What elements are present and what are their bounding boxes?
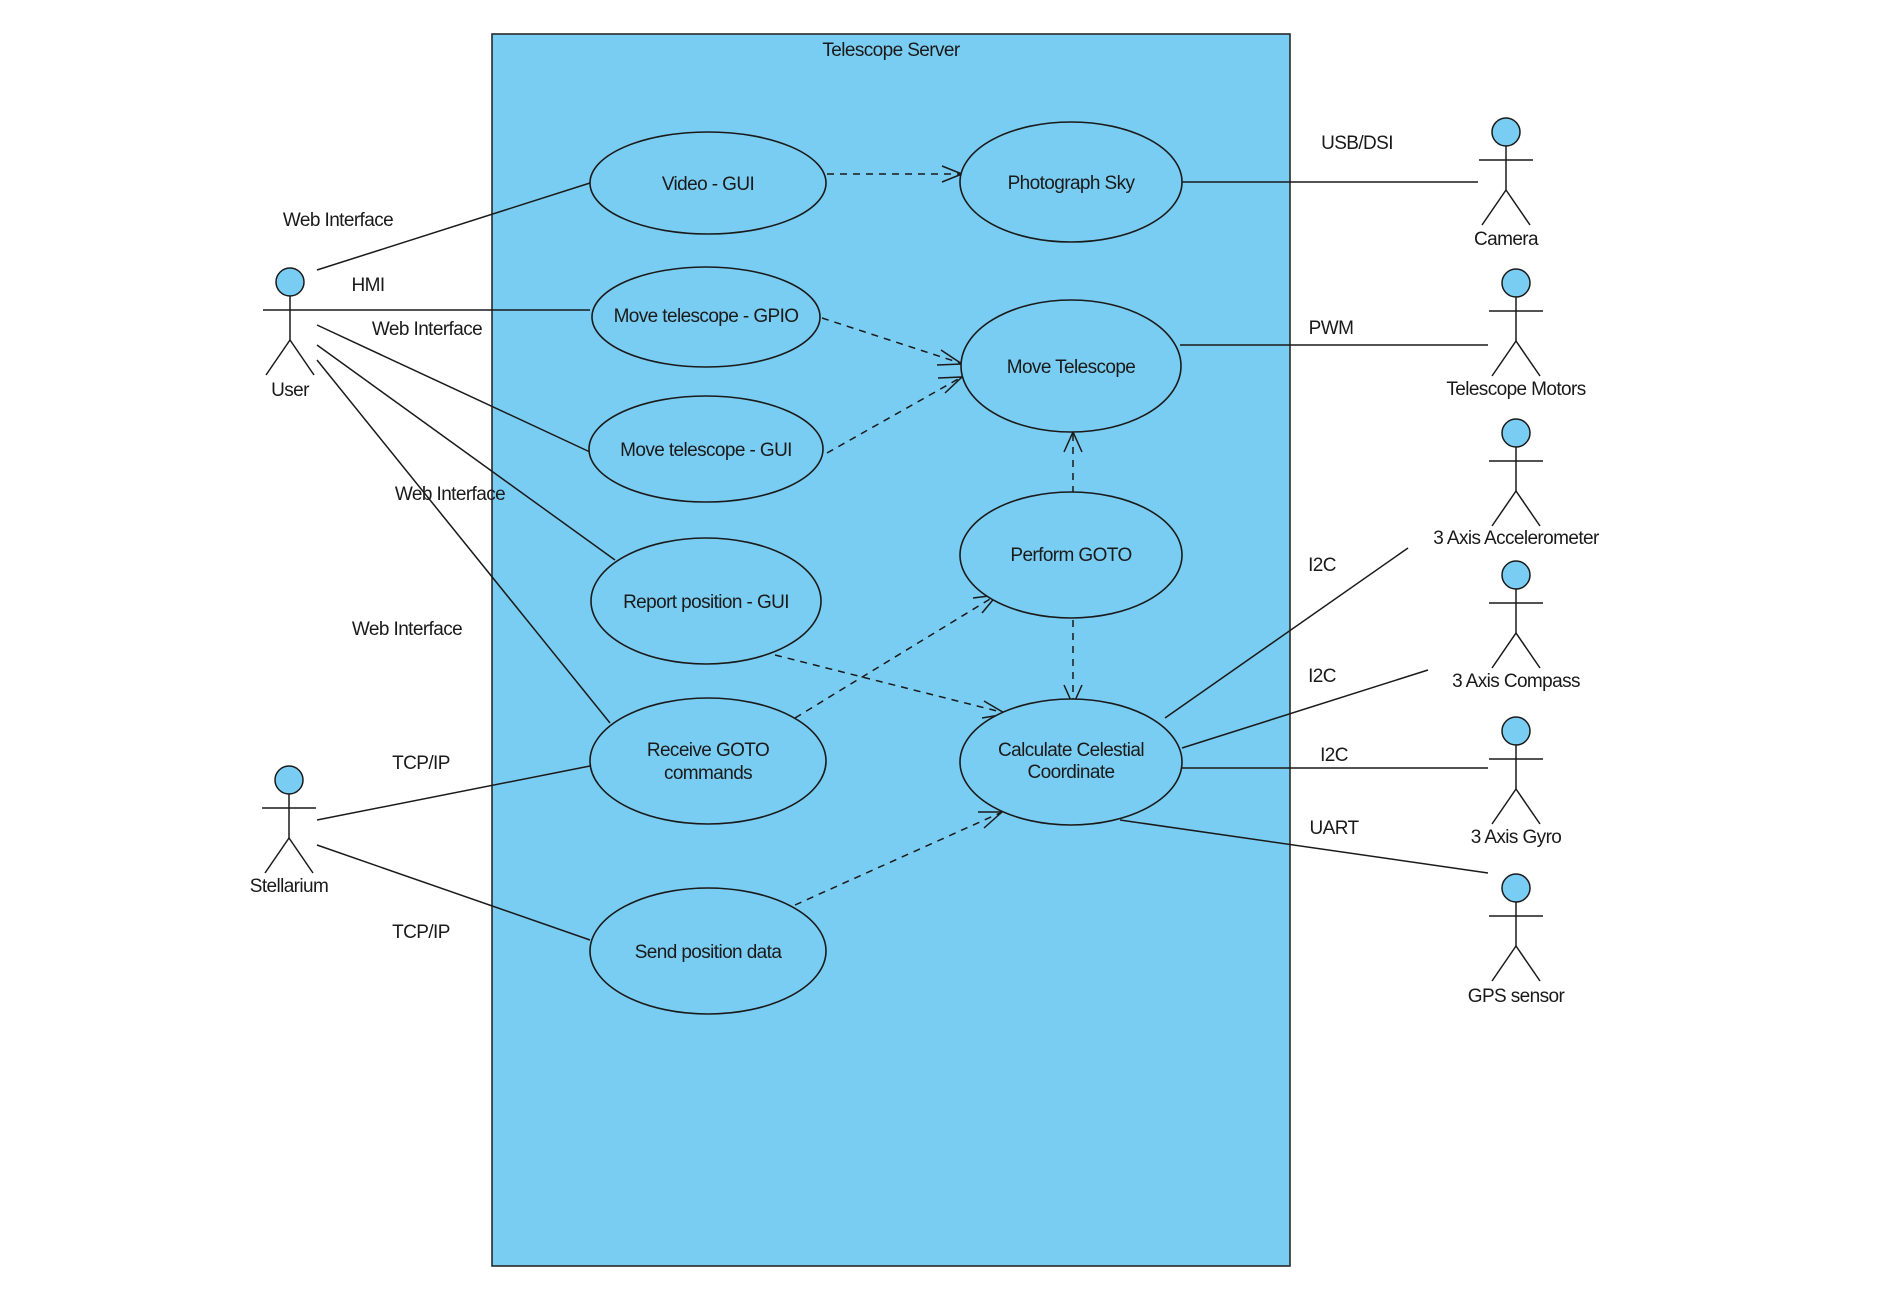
usecase-report-position-gui[interactable]: Report position - GUI <box>590 537 822 665</box>
actor-camera-label: Camera <box>1474 229 1539 250</box>
actor-gyro[interactable]: 3 Axis Gyro <box>1471 716 1562 848</box>
usecase-perform-goto[interactable]: Perform GOTO <box>959 491 1183 619</box>
assoc-label-gyro: I2C <box>1320 745 1348 766</box>
usecase-photograph-sky[interactable]: Photograph Sky <box>959 121 1183 243</box>
actor-gyro-label: 3 Axis Gyro <box>1471 827 1562 848</box>
usecase-move-telescope-gui-label: Move telescope - GUI <box>620 440 792 461</box>
assoc-label-user-video: Web Interface <box>283 210 393 231</box>
usecase-send-position-data-label: Send position data <box>635 942 783 963</box>
assoc-stellarium-receive <box>316 765 591 821</box>
assoc-label-user-gpio: HMI <box>351 275 384 296</box>
usecase-receive-goto-label-2: commands <box>664 763 752 784</box>
actor-gps-sensor[interactable]: GPS sensor <box>1468 873 1566 1007</box>
assoc-label-compass: I2C <box>1308 666 1336 687</box>
usecase-move-telescope[interactable]: Move Telescope <box>960 299 1182 433</box>
assoc-label-camera: USB/DSI <box>1321 133 1393 154</box>
usecase-calculate-celestial[interactable]: Calculate Celestial Coordinate <box>959 698 1183 826</box>
assoc-user-video <box>316 182 591 271</box>
assoc-user-receive <box>316 359 611 724</box>
assoc-label-user-move-gui: Web Interface <box>372 319 482 340</box>
assoc-label-user-receive: Web Interface <box>352 619 462 640</box>
assoc-label-stellarium-receive: TCP/IP <box>392 753 450 774</box>
assoc-user-move-gui <box>316 324 591 453</box>
usecase-photograph-sky-label: Photograph Sky <box>1008 173 1136 194</box>
usecase-move-telescope-gpio-label: Move telescope - GPIO <box>614 306 799 327</box>
actor-user[interactable]: User <box>263 267 317 401</box>
actor-stellarium[interactable]: Stellarium <box>250 765 329 897</box>
assoc-label-motors: PWM <box>1309 318 1354 339</box>
usecase-move-telescope-label: Move Telescope <box>1007 357 1136 378</box>
actor-telescope-motors[interactable]: Telescope Motors <box>1446 268 1586 400</box>
actor-user-label: User <box>271 380 310 401</box>
assoc-label-stellarium-send: TCP/IP <box>392 922 450 943</box>
actor-telescope-motors-label: Telescope Motors <box>1446 379 1585 400</box>
system-boundary <box>491 33 1291 1267</box>
assoc-gps <box>1119 819 1489 874</box>
usecase-perform-goto-label: Perform GOTO <box>1010 545 1131 566</box>
system-title: Telescope Server <box>822 40 960 61</box>
assoc-compass <box>1181 669 1429 749</box>
assoc-user-report <box>316 344 616 561</box>
actor-stellarium-label: Stellarium <box>250 876 328 897</box>
actor-accelerometer-label: 3 Axis Accelerometer <box>1433 528 1600 549</box>
assoc-label-accelerometer: I2C <box>1308 555 1336 576</box>
assoc-label-gps: UART <box>1310 818 1360 839</box>
usecase-receive-goto[interactable]: Receive GOTO commands <box>589 697 827 825</box>
usecase-move-telescope-gui[interactable]: Move telescope - GUI <box>588 395 824 503</box>
usecase-calculate-celestial-label-2: Coordinate <box>1028 762 1115 783</box>
assoc-stellarium-send <box>316 844 591 941</box>
actor-camera[interactable]: Camera <box>1474 117 1540 250</box>
usecase-calculate-celestial-label-1: Calculate Celestial <box>998 740 1144 761</box>
usecase-report-position-gui-label: Report position - GUI <box>623 592 789 613</box>
assoc-accelerometer <box>1164 547 1409 719</box>
actor-accelerometer[interactable]: 3 Axis Accelerometer <box>1433 418 1601 549</box>
usecase-send-position-data[interactable]: Send position data <box>589 887 827 1015</box>
usecase-video-gui[interactable]: Video - GUI <box>589 131 827 235</box>
actor-gps-sensor-label: GPS sensor <box>1468 986 1566 1007</box>
usecase-receive-goto-label-1: Receive GOTO <box>647 740 769 761</box>
actor-compass-label: 3 Axis Compass <box>1452 671 1580 692</box>
usecase-video-gui-label: Video - GUI <box>662 174 754 195</box>
usecase-move-telescope-gpio[interactable]: Move telescope - GPIO <box>591 266 821 368</box>
assoc-label-user-report: Web Interface <box>395 484 505 505</box>
actor-compass[interactable]: 3 Axis Compass <box>1452 560 1581 692</box>
